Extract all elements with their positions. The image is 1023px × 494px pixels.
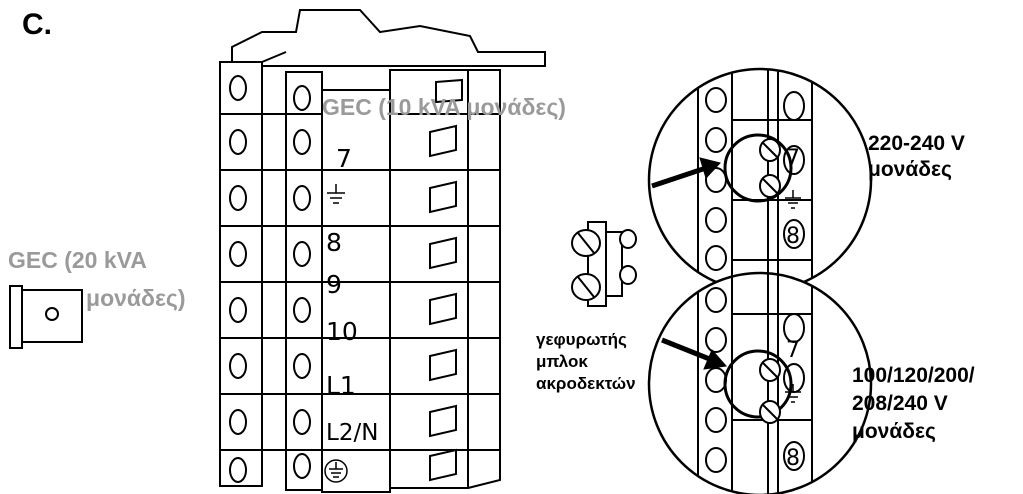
gec-20kva-label-line2: μονάδες) [86,285,186,311]
jumper-label-line3: ακροδεκτών [536,374,636,393]
screw-hole [229,457,247,483]
wire-clamp [435,78,463,104]
housing-top [231,9,546,67]
ground-icon [785,384,801,403]
zoom-bottom-terminal-8: 8 [786,446,800,471]
zoom-top-caption-line2: μονάδες [868,158,952,181]
ground-icon [327,184,345,204]
jumper-label-line1: γεφυρωτής [536,330,627,349]
zoom-circle-220-240 [647,67,873,293]
zoom-bottom-caption-line3: μονάδες [852,420,936,443]
figure-letter: C. [22,8,52,41]
terminal-label: L1 [326,371,356,400]
screw-hole [229,353,247,379]
highlight-ring [723,349,793,419]
screw-hole [229,297,247,323]
terminal-label: 10 [326,317,358,346]
zoom-top-caption-line1: 220-240 V [868,132,965,155]
wire-clamp [429,292,457,326]
terminal-label: 7 [336,144,352,173]
arrow-top [651,157,721,189]
zoom-top-terminal-8: 8 [786,224,800,249]
screw-hole [293,241,311,267]
gec-20kva-label-line1: GEC (20 kVA [8,247,147,273]
jumper-label-line2: μπλοκ [536,352,588,371]
wire-clamp [429,348,457,382]
jumper-block [571,221,637,307]
screw-hole [293,353,311,379]
zoom-top-terminal-7: 7 [786,146,800,171]
gec-10kva-label: GEC (10 kVA μονάδες) [322,94,566,120]
screw-hole [293,85,311,111]
wire-clamp [429,236,457,270]
highlight-ring [723,133,793,203]
zoom-bottom-caption-line1: 100/120/200/ [852,364,975,387]
gec-lug-20kva [9,285,83,349]
terminal-label: 8 [326,228,342,257]
zoom-bottom-caption-line2: 208/240 V [852,392,948,415]
screw-hole [293,453,311,479]
screw-hole [229,129,247,155]
zoom-bottom-terminal-7: 7 [786,338,800,363]
left-column [219,61,263,487]
arrow-bottom [661,337,727,370]
ground-icon [785,190,801,209]
wire-clamp [429,180,457,214]
wire-clamp [429,124,457,158]
screw-hole [293,297,311,323]
screw-hole [229,241,247,267]
wire-clamp [429,448,457,482]
zoom-circle-100-240 [647,271,873,494]
terminal-label: 9 [326,270,342,299]
screw-hole [229,409,247,435]
terminal-label: L2/N [326,420,379,446]
protective-earth-icon [324,459,348,483]
screw-hole [293,409,311,435]
wire-clamp [429,404,457,438]
screw-hole [229,185,247,211]
label-column [321,89,391,493]
screw-hole [229,75,247,101]
screw-hole [293,129,311,155]
screw-hole [293,185,311,211]
